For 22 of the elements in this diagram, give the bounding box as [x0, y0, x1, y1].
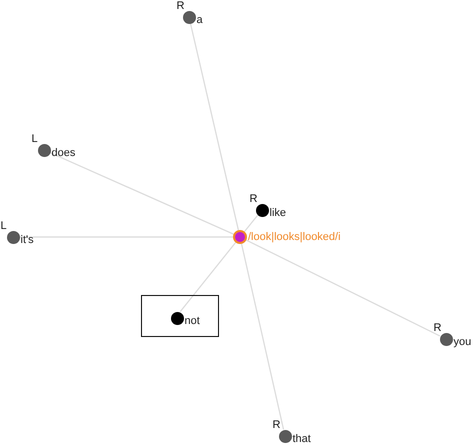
- side-marker: R: [250, 192, 258, 204]
- pattern-label: /look|looks|looked/i: [248, 231, 341, 243]
- side-marker: R: [434, 322, 442, 334]
- connector-line: [20, 236, 233, 238]
- side-marker: L: [32, 132, 38, 144]
- connector-line: [244, 214, 258, 232]
- word-label: a: [196, 14, 203, 26]
- word-label: like: [270, 207, 286, 219]
- word-label: that: [292, 433, 311, 445]
- word-label: does: [52, 147, 76, 159]
- connector-line: [50, 152, 234, 235]
- connector-line: [240, 244, 284, 430]
- connector-line: [190, 23, 239, 230]
- word-label: it's: [20, 234, 34, 246]
- word-label: not: [184, 315, 200, 327]
- side-marker: R: [272, 418, 280, 430]
- word-label: you: [454, 336, 472, 348]
- highlight-frame: [141, 295, 219, 337]
- connector-line: [246, 240, 440, 337]
- side-marker: L: [0, 220, 7, 232]
- connector-line: [180, 242, 236, 312]
- side-marker: R: [176, 0, 184, 12]
